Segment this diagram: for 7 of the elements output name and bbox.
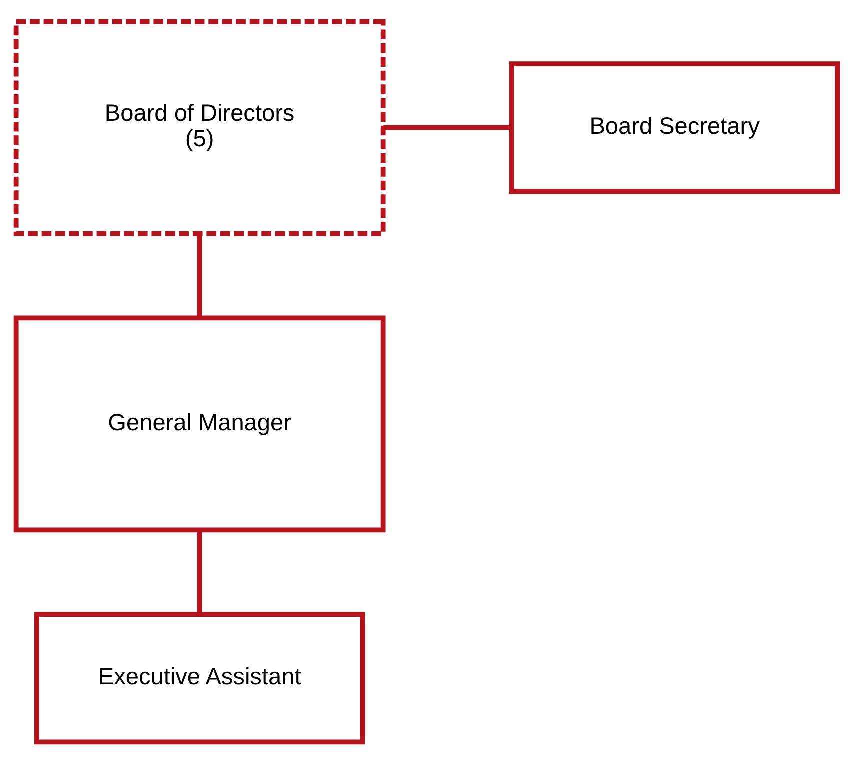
node-box: Board Secretary [509, 62, 840, 194]
node-box: Board of Directors (5) [14, 19, 386, 236]
connector [197, 234, 202, 318]
node-box: General Manager [14, 316, 386, 533]
node-box: Executive Assistant [34, 612, 366, 745]
connector [383, 125, 512, 130]
connector [197, 530, 202, 615]
